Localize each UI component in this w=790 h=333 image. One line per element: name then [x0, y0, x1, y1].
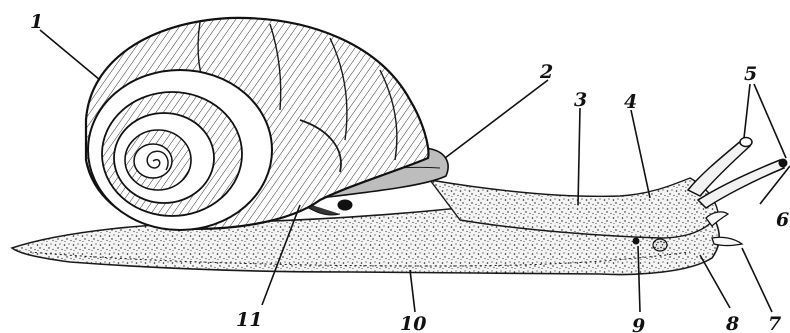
- label-10: 10: [400, 313, 426, 333]
- label-1: 1: [30, 11, 43, 33]
- mouth: [653, 239, 667, 251]
- shell: [86, 18, 428, 230]
- label-3: 3: [574, 89, 587, 111]
- eye: [779, 159, 788, 168]
- label-11: 11: [236, 309, 262, 331]
- label-5: 5: [744, 63, 757, 85]
- label-6: 6: [776, 209, 789, 231]
- breathing-pore: [338, 200, 352, 210]
- label-7: 7: [768, 313, 781, 333]
- label-9: 9: [632, 315, 645, 333]
- label-2: 2: [539, 61, 553, 83]
- label-8: 8: [725, 313, 739, 333]
- label-4: 4: [624, 91, 637, 113]
- genital-pore: [633, 238, 640, 245]
